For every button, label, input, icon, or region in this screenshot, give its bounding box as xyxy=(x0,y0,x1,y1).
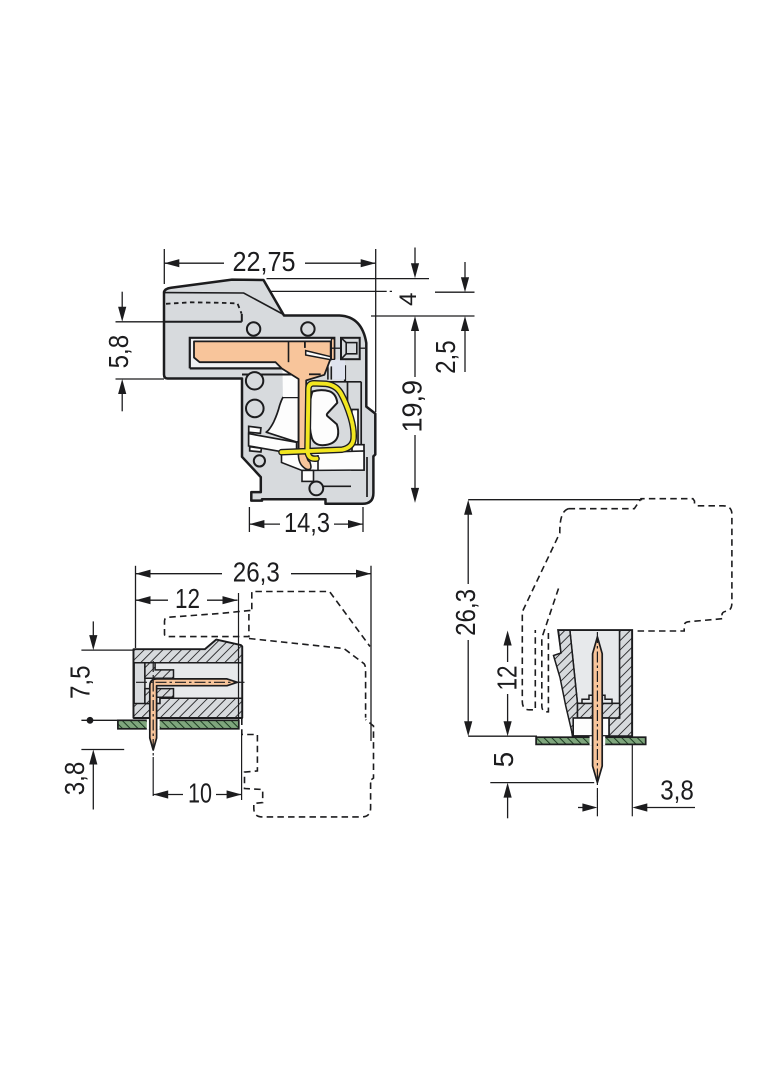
svg-text:26,3: 26,3 xyxy=(450,589,481,636)
svg-text:10: 10 xyxy=(188,778,212,809)
svg-text:12: 12 xyxy=(492,666,523,691)
svg-text:3,8: 3,8 xyxy=(660,775,694,806)
svg-text:14,3: 14,3 xyxy=(284,507,330,538)
svg-text:5: 5 xyxy=(488,752,519,768)
svg-text:7,5: 7,5 xyxy=(64,665,95,699)
svg-text:22,75: 22,75 xyxy=(233,246,296,277)
svg-text:3,8: 3,8 xyxy=(59,762,90,796)
svg-text:4: 4 xyxy=(395,293,422,306)
svg-text:12: 12 xyxy=(175,583,200,614)
svg-text:26,3: 26,3 xyxy=(233,557,280,588)
svg-text:19,9: 19,9 xyxy=(396,380,427,433)
svg-text:5,8: 5,8 xyxy=(103,335,134,369)
svg-text:2,5: 2,5 xyxy=(430,340,461,374)
